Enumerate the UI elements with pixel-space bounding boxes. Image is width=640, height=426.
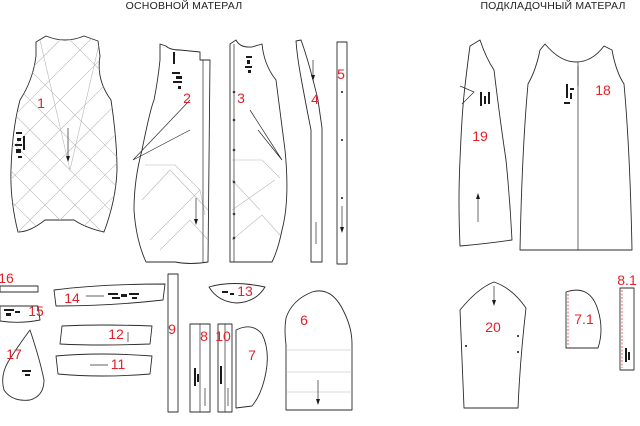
piece-20-lining-sleeve: 20 (459, 281, 527, 409)
piece-2-side-front: 2 (132, 43, 211, 264)
piece-15-label: 15 (28, 303, 44, 319)
piece-18-lining-back: 18 (519, 43, 633, 251)
piece-1-front: 1 (10, 35, 118, 233)
piece-16-strip: 16 (0, 270, 39, 293)
piece-8-1-lining-strip: 8.1 (617, 272, 637, 371)
piece-10-placket: 10 (215, 323, 233, 413)
piece-7-pocket: 7 (235, 326, 268, 409)
piece-3-label: 3 (237, 90, 245, 106)
piece-12-band: 12 (59, 324, 153, 346)
piece-9-label: 9 (168, 321, 176, 337)
piece-19-lining-side: 19 (458, 39, 513, 247)
piece-7-label: 7 (248, 347, 256, 363)
piece-4-strip: 4 (295, 39, 323, 263)
piece-14-label: 14 (64, 290, 80, 306)
piece-17-pocket-bag: 17 (2, 329, 45, 401)
piece-2-label: 2 (183, 90, 191, 106)
piece-19-label: 19 (472, 128, 488, 144)
piece-8-placket: 8 (189, 323, 211, 413)
piece-20-label: 20 (485, 319, 501, 335)
lining-fabric-title: ПОДКЛАДОЧНЫЙ МАТЕРАЛ (480, 0, 625, 12)
piece-5-facing: 5 (336, 41, 348, 265)
piece-6-sleeve: 6 (284, 290, 353, 411)
piece-7-1-lining-pocket: 7.1 (565, 289, 602, 349)
piece-14-collar: 14 (53, 283, 166, 307)
piece-8-label: 8 (200, 328, 208, 344)
piece-3-back-panel: 3 (229, 39, 288, 263)
piece-4-label: 4 (311, 91, 319, 107)
piece-16-label: 16 (0, 270, 14, 286)
piece-17-label: 17 (6, 346, 22, 362)
piece-8-1-label: 8.1 (617, 272, 637, 288)
main-fabric-title: ОСНОВНОЙ МАТЕРАЛ (126, 0, 243, 12)
piece-6-label: 6 (300, 312, 308, 328)
piece-18-label: 18 (595, 82, 611, 98)
piece-1-label: 1 (37, 95, 45, 111)
piece-13-label: 13 (237, 283, 253, 299)
piece-7-1-label: 7.1 (574, 311, 594, 327)
piece-9-strip: 9 (167, 273, 179, 413)
piece-5-label: 5 (337, 66, 345, 82)
piece-12-label: 12 (108, 326, 124, 342)
piece-15-pocket: 15 (0, 303, 44, 323)
piece-11-label: 11 (111, 356, 126, 372)
piece-10-label: 10 (215, 328, 231, 344)
piece-11-band: 11 (55, 353, 153, 377)
piece-13-collar: 13 (208, 283, 266, 304)
